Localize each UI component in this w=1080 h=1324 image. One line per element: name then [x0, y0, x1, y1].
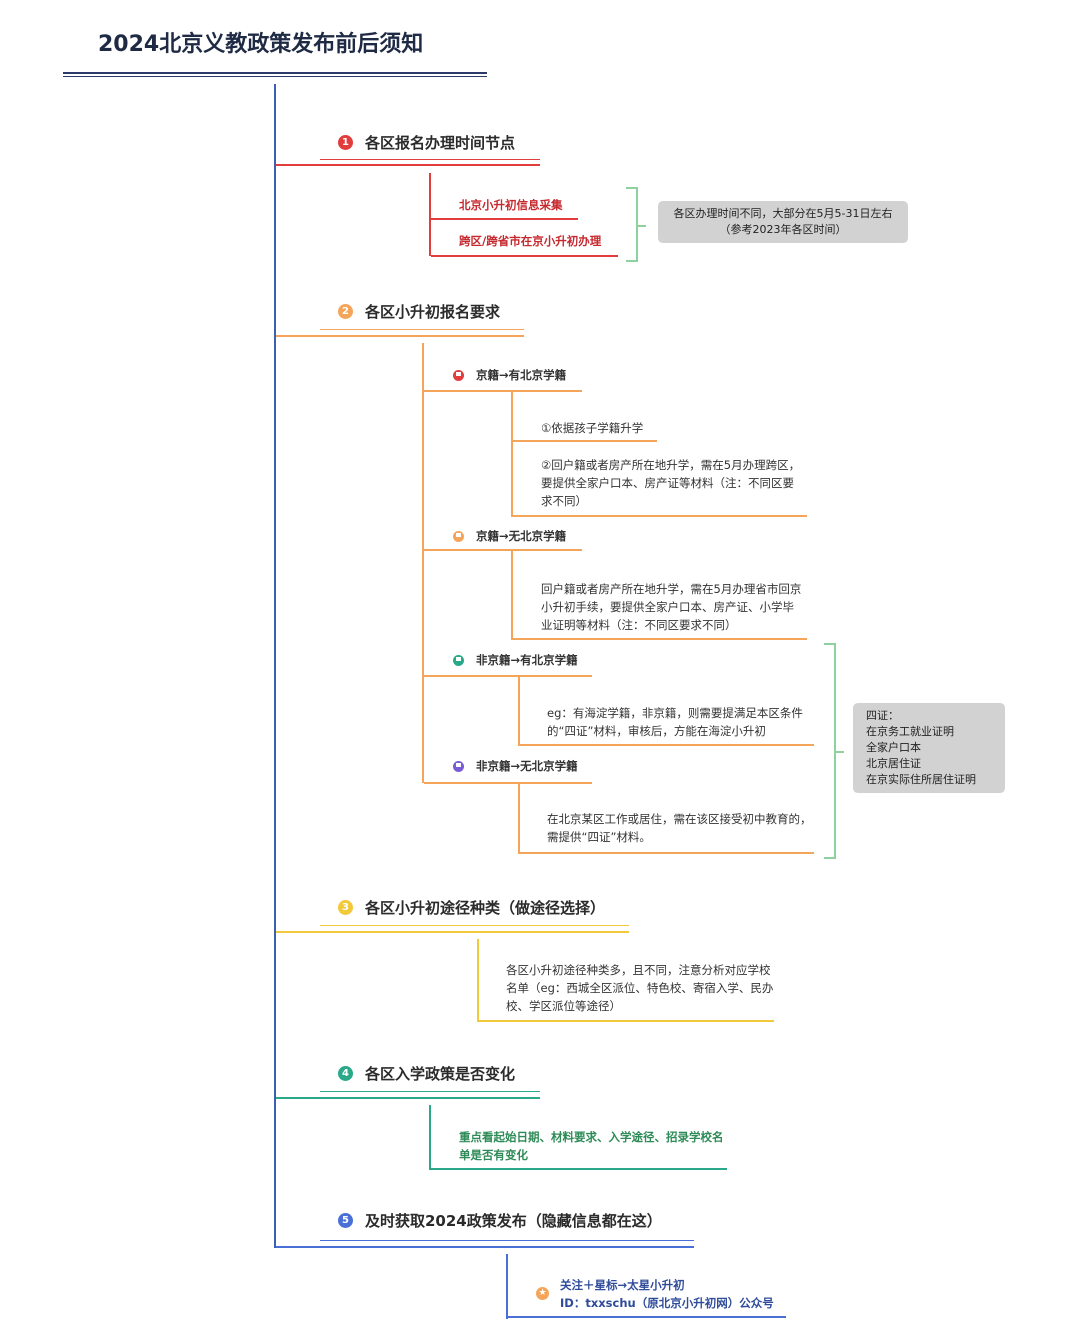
section-2-sub-1-detail-2: ②回户籍或者房产所在地升学，需在5月办理跨区，要提供全家户口本、房产证等材料（注…	[541, 458, 801, 508]
section-3-underline	[276, 931, 629, 933]
main-spine	[274, 84, 276, 1248]
section-2-sub-3-detail-line	[520, 744, 814, 746]
section-2-sub-2-detail: 回户籍或者房产所在地升学，需在5月办理省市回京小升初手续，要提供全家户口本、房产…	[541, 582, 802, 632]
section-1-underline	[276, 164, 540, 166]
section-2-sub-4-detail-line	[520, 852, 814, 854]
section-2-sub-2-label: 京籍→无北京学籍	[476, 529, 567, 543]
title-underline-2	[63, 76, 487, 77]
section-4-title: 各区入学政策是否变化	[365, 1065, 516, 1083]
page-title: 2024北京义教政策发布前后须知	[98, 32, 424, 57]
section-1-item-1: 北京小升初信息采集	[459, 198, 563, 212]
section-5-detail-line-1: 关注＋星标→太星小升初	[560, 1278, 685, 1292]
section-2-underline	[276, 335, 524, 337]
section-2-note-line-3: 全家户口本	[866, 741, 921, 754]
section-4-number-badge: 4	[338, 1066, 353, 1081]
section-2-number-badge: 2	[338, 304, 353, 319]
section-5-underline	[276, 1246, 694, 1248]
section-2-bracket	[824, 643, 844, 859]
flag-orange-icon	[453, 531, 464, 542]
section-2-sub-3-line	[424, 675, 592, 677]
section-2-sub-4-label: 非京籍→无北京学籍	[476, 759, 578, 773]
section-1-note-line-2: （参考2023年各区时间）	[719, 223, 847, 236]
flag-red-icon	[453, 370, 464, 381]
section-2-sub-2-line	[424, 549, 582, 551]
flag-purple-icon	[453, 761, 464, 772]
section-2-note: 四证： 在京务工就业证明 全家户口本 北京居住证 在京实际住所居住证明	[856, 706, 1002, 790]
section-5-underline-top	[320, 1240, 694, 1241]
section-4-underline	[276, 1097, 540, 1099]
section-1-item-2-line	[431, 255, 618, 257]
section-5-detail-line-2: ID：txxschu（原北京小升初网）公众号	[560, 1296, 774, 1310]
section-5-branch	[506, 1254, 508, 1319]
section-2-sub-3-label: 非京籍→有北京学籍	[476, 653, 578, 667]
section-1-branch	[429, 173, 431, 256]
section-2-sub-1-label: 京籍→有北京学籍	[476, 368, 567, 382]
section-2-sub-1-branch-2	[511, 440, 513, 517]
section-2-note-line-1: 四证：	[866, 709, 899, 722]
section-2-title: 各区小升初报名要求	[365, 303, 501, 321]
section-3-branch	[477, 939, 479, 1022]
section-2-sub-2-branch	[511, 551, 513, 640]
section-4-detail-line	[431, 1168, 727, 1170]
section-2-sub-4-line	[424, 782, 592, 784]
section-2-sub-1-line	[424, 390, 582, 392]
section-3-detail-line	[479, 1020, 774, 1022]
section-2-note-line-2: 在京务工就业证明	[866, 725, 954, 738]
section-4-detail: 重点看起始日期、材料要求、入学途径、招录学校名单是否有变化	[459, 1130, 724, 1162]
section-5-number-badge: 5	[338, 1213, 353, 1228]
section-3-title: 各区小升初途径种类（做途径选择）	[365, 899, 606, 917]
title-underline	[63, 72, 487, 74]
section-2-note-line-5: 在京实际住所居住证明	[866, 773, 976, 786]
section-2-sub-1-detail-1: ①依据孩子学籍升学	[541, 421, 644, 435]
star-icon: ★	[536, 1287, 549, 1300]
section-1-item-1-line	[431, 218, 578, 220]
section-1-note: 各区办理时间不同，大部分在5月5-31日左右 （参考2023年各区时间）	[661, 204, 905, 240]
section-2-sub-4-detail: 在北京某区工作或居住，需在该区接受初中教育的，需提供“四证”材料。	[547, 812, 812, 844]
section-2-note-line-4: 北京居住证	[866, 757, 921, 770]
section-4-underline-top	[320, 1091, 540, 1092]
section-1-bracket	[626, 187, 646, 262]
section-2-sub-3-branch	[518, 677, 520, 746]
section-5-detail-line	[508, 1316, 786, 1318]
section-4-branch	[429, 1105, 431, 1170]
section-1-underline-top	[320, 159, 540, 160]
section-1-item-2: 跨区/跨省市在京小升初办理	[459, 234, 602, 248]
section-1-note-line-1: 各区办理时间不同，大部分在5月5-31日左右	[673, 207, 893, 220]
section-2-branch	[422, 343, 424, 783]
section-3-number-badge: 3	[338, 900, 353, 915]
section-3-detail: 各区小升初途径种类多，且不同，注意分析对应学校名单（eg：西城全区派位、特色校、…	[506, 963, 774, 1013]
section-2-sub-2-detail-line	[513, 638, 807, 640]
section-1-number-badge: 1	[338, 135, 353, 150]
section-2-sub-1-detail-2-line	[513, 515, 807, 517]
section-2-underline-top	[320, 329, 524, 330]
section-2-sub-1-branch	[511, 392, 513, 442]
section-2-sub-1-detail-1-line	[513, 440, 657, 442]
section-2-sub-4-branch	[518, 784, 520, 854]
section-5-title: 及时获取2024政策发布（隐藏信息都在这）	[365, 1212, 662, 1230]
flag-green-icon	[453, 655, 464, 666]
section-2-sub-3-detail: eg：有海淀学籍，非京籍，则需要提满足本区条件的“四证”材料，审核后，方能在海淀…	[547, 706, 803, 738]
section-3-underline-top	[320, 925, 629, 926]
section-1-title: 各区报名办理时间节点	[365, 134, 516, 152]
